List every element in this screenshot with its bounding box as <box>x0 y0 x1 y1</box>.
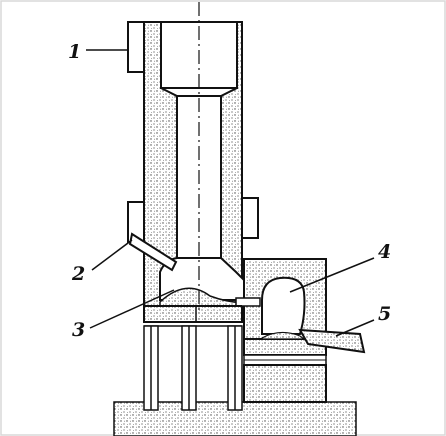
tuyere-box-top <box>127 21 145 73</box>
leader-3 <box>89 289 175 329</box>
callout-5: 5 <box>378 303 391 325</box>
leader-4 <box>289 257 375 293</box>
callout-2: 2 <box>71 263 85 285</box>
leader-2 <box>91 239 133 271</box>
leader-5 <box>335 319 375 337</box>
callout-1: 1 <box>68 41 81 63</box>
tap-spout <box>298 328 366 354</box>
callout-3: 3 <box>72 319 85 341</box>
callout-4: 4 <box>378 241 391 263</box>
forehearth-support <box>243 364 327 403</box>
connecting-channel <box>235 297 261 307</box>
support-columns <box>143 325 243 411</box>
metal-pool <box>261 331 306 340</box>
hearth-slab <box>143 305 243 323</box>
tuyere-box-right <box>241 197 259 239</box>
forehearth-chamber <box>261 276 306 335</box>
